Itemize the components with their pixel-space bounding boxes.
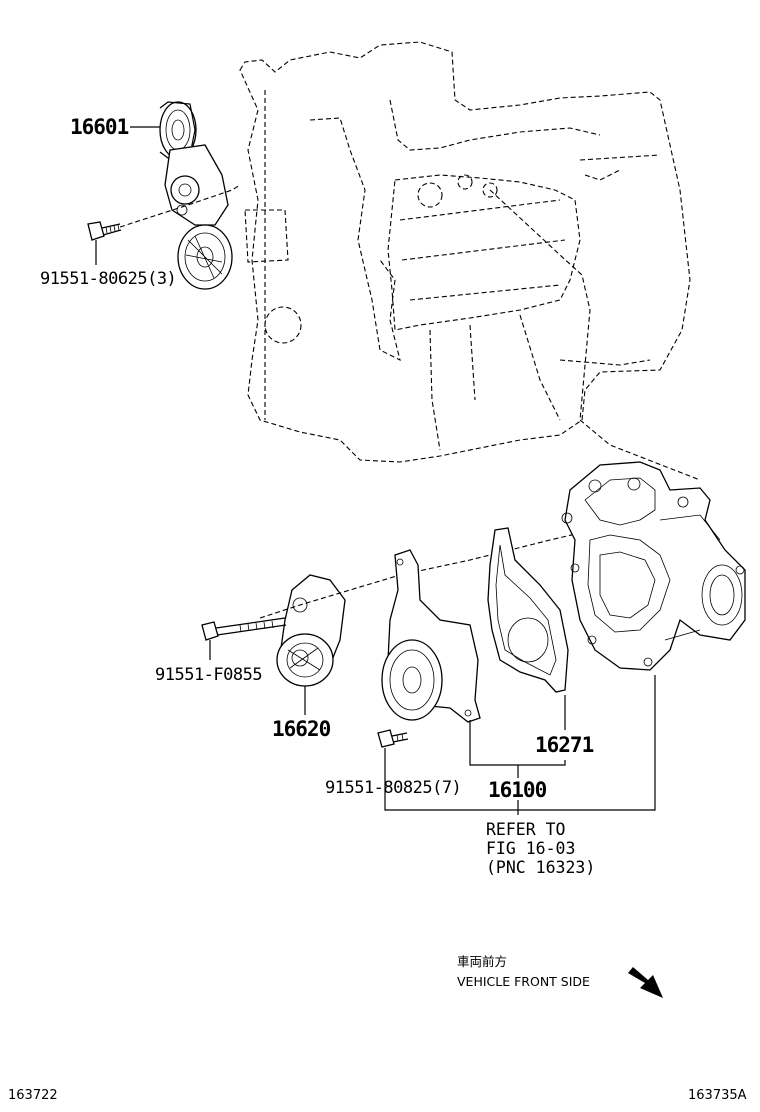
vehicle-front-label-jp: 車両前方 [457,954,508,969]
tensioner-part-number: 16620 [272,717,331,741]
water-pump-illustration [381,549,481,723]
idler-bolt-part-number: 91551-80625(3) [40,269,177,289]
pump-housing-illustration [561,461,746,671]
pump-bolt-part-number: 91551-80825(7) [325,778,462,798]
figure-code-left: 163722 [8,1088,58,1103]
vehicle-front-label: VEHICLE FRONT SIDE [457,974,590,989]
idler-pulley-part-number: 16601 [70,115,129,139]
idler-pulley-lower-illustration [177,224,233,290]
arrow-down-right-icon [628,967,663,998]
pump-bolt-leader [384,675,656,811]
tensioner-illustration [276,574,346,687]
idler-pulley-illustration [159,101,197,159]
gasket-part-number: 16271 [535,733,594,757]
tensioner-bolt-illustration [201,617,287,641]
water-pump-part-number: 16100 [488,778,547,802]
tensioner-bolt-part-number: 91551-F0855 [155,665,263,685]
pump-bolt-illustration [377,729,409,748]
reference-note-line-1: REFER TO [486,820,566,839]
reference-note-line-3: (PNC 16323) [486,858,596,877]
idler-bracket-illustration [164,144,229,226]
reference-note-line-2: FIG 16-03 [486,839,576,858]
gasket-illustration [487,527,569,693]
idler-bolt-illustration [87,221,122,241]
figure-code-right: 163735A [688,1088,747,1103]
engine-block-outline [239,41,701,481]
